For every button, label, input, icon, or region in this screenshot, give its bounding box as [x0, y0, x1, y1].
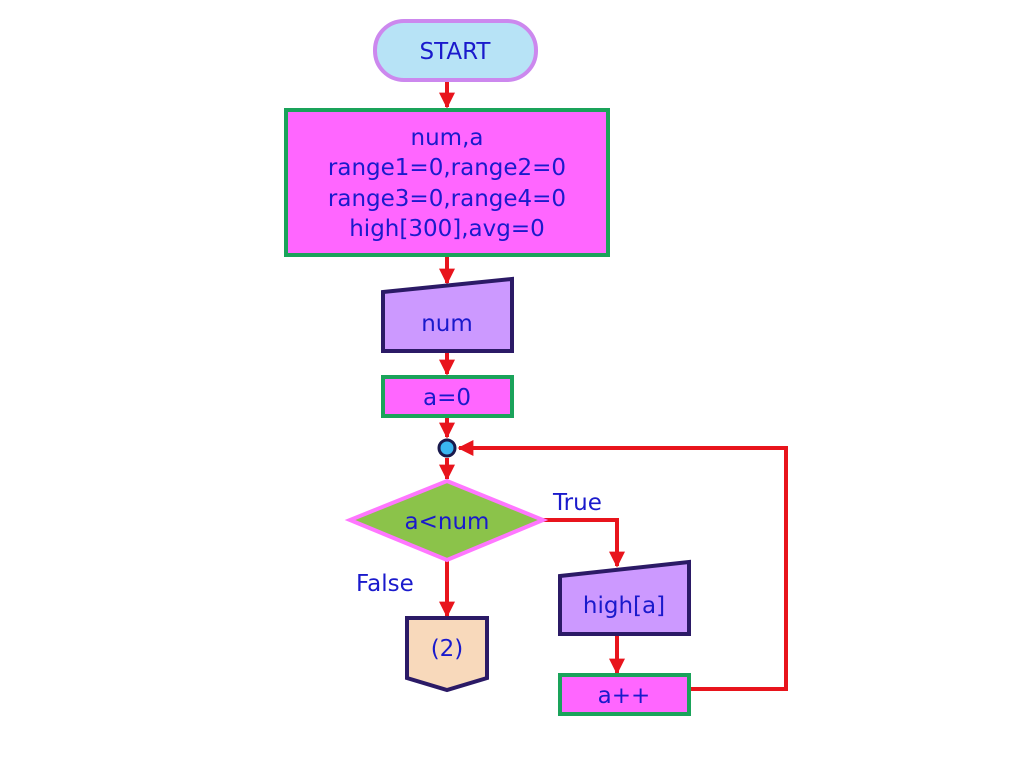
- start-node: START: [373, 19, 538, 82]
- input-high-label: high[a]: [583, 593, 665, 619]
- loop-back-line: [457, 440, 788, 691]
- assign-a-node: a=0: [381, 375, 514, 418]
- assign-a-label: a=0: [423, 385, 471, 411]
- input-high-node: high[a]: [558, 559, 691, 636]
- false-label: False: [356, 571, 414, 597]
- offpage-connector-node: (2): [405, 616, 489, 693]
- declaration-line: range1=0,range2=0: [328, 155, 566, 181]
- declarations-node: num,a range1=0,range2=0 range3=0,range4=…: [284, 108, 610, 257]
- true-label: True: [552, 490, 602, 516]
- input-num-label: num: [421, 311, 473, 337]
- input-num-node: num: [381, 276, 514, 353]
- connector-lines: [439, 80, 788, 691]
- increment-label: a++: [598, 683, 651, 709]
- declaration-line: high[300],avg=0: [349, 216, 545, 242]
- offpage-connector-label: (2): [431, 636, 464, 662]
- decision-node: a<num: [344, 478, 549, 563]
- loop-junction: [437, 438, 457, 458]
- start-label: START: [420, 39, 492, 65]
- declaration-line: num,a: [411, 125, 484, 151]
- decision-label: a<num: [405, 509, 490, 535]
- increment-node: a++: [558, 673, 691, 716]
- arrow-true-branch: [543, 518, 625, 568]
- declaration-line: range3=0,range4=0: [328, 186, 566, 212]
